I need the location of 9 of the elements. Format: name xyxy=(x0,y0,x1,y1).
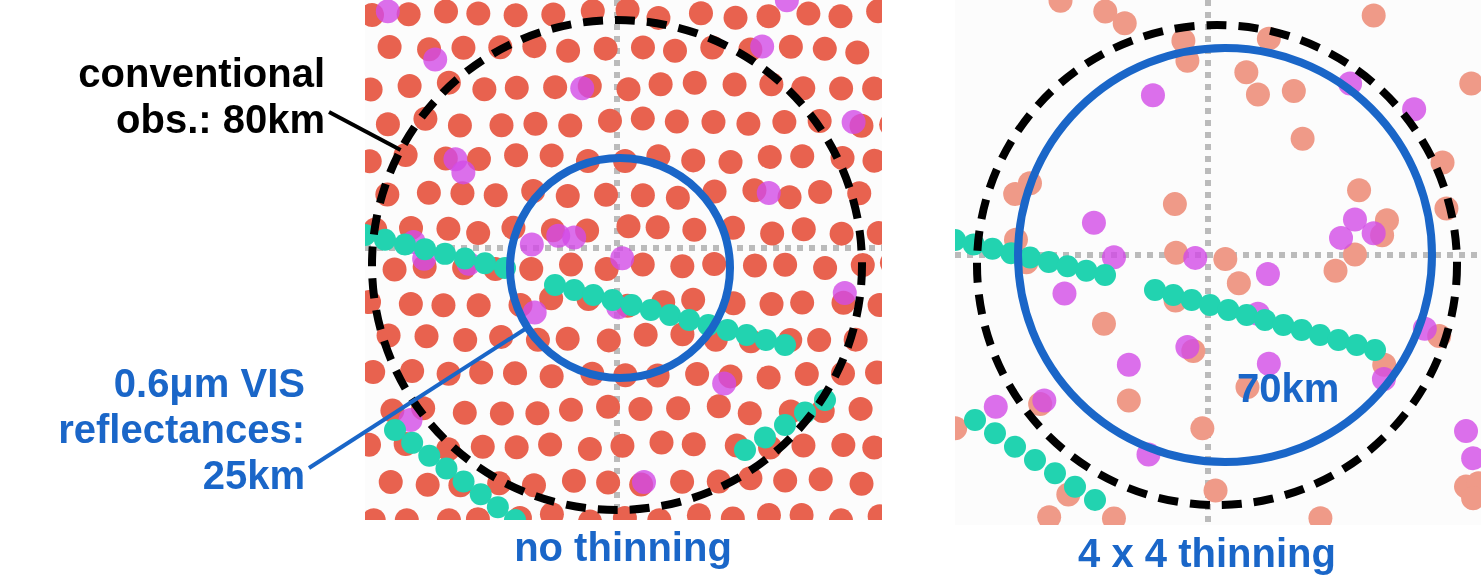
panel-caption: no thinning xyxy=(513,524,733,570)
panel-caption: 4 x 4 thinning xyxy=(1077,530,1337,576)
leader-line xyxy=(307,325,529,470)
callout-text: 0.6μm VIS reflectances: 25km xyxy=(20,360,305,498)
callout-text: conventional obs.: 80km xyxy=(20,50,325,142)
range-circle xyxy=(1014,44,1436,466)
distance-label: 70km xyxy=(1237,365,1340,411)
leader-line xyxy=(328,110,402,152)
range-circle xyxy=(506,154,734,382)
